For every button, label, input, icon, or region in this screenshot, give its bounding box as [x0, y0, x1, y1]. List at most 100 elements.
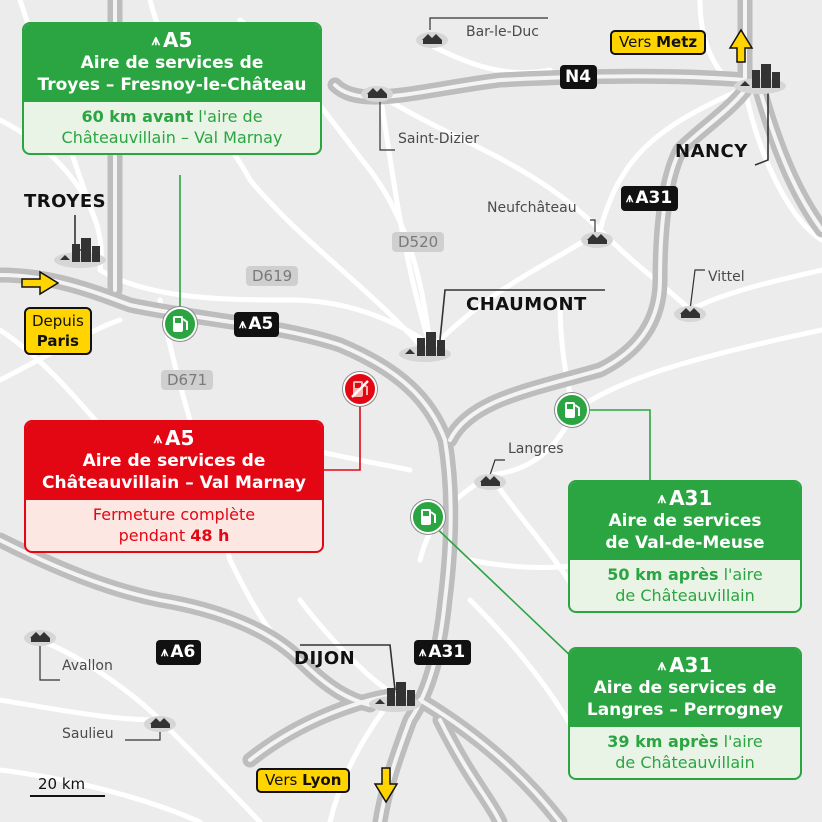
card-troyes-body: 60 km avant l'aire de Châteauvillain – V…: [24, 102, 320, 153]
card-langres-detail-2: de Châteauvillain: [615, 753, 755, 772]
direction-metz: Vers Metz: [610, 30, 707, 55]
card-chateauvillain-name-2: Châteauvillain – Val Marnay: [42, 473, 306, 493]
service-pin-langres[interactable]: [411, 500, 445, 534]
connector-val-de-meuse: [575, 409, 651, 482]
minor-road: [572, 327, 822, 413]
card-val-de-meuse-header: ⩚A31 Aire de services de Val-de-Meuse: [570, 482, 800, 560]
shield-a5-label: A5: [248, 314, 274, 334]
leader-dijon: [300, 644, 396, 691]
road-label-d520: D520: [392, 232, 445, 252]
leader-avallon: [39, 640, 60, 681]
connector-chateauvillain: [322, 390, 361, 471]
service-pin-chateauvillain[interactable]: [343, 372, 377, 406]
card-chateauvillain-detail-prefix: pendant: [118, 526, 191, 545]
minor-road: [687, 267, 822, 313]
minor-road: [487, 472, 583, 603]
arrow-down-icon: [373, 767, 399, 804]
house-icon: [474, 474, 506, 490]
city-label-chaumont: CHAUMONT: [466, 294, 587, 315]
card-chateauvillain-body: Fermeture complète pendant 48 h: [26, 500, 322, 551]
town-label-langres: Langres: [508, 441, 564, 457]
shield-a31-south: ⩚A31: [414, 640, 472, 665]
direction-arrows: [21, 28, 754, 804]
card-val-de-meuse-detail-2: de Châteauvillain: [615, 586, 755, 605]
pin-connectors: [179, 175, 651, 661]
card-troyes-distance: 60 km avant: [81, 107, 194, 126]
direction-metz-city: Metz: [656, 33, 698, 51]
fuel-pump-closed-icon: [351, 380, 369, 398]
fuel-pump-icon: [565, 402, 580, 418]
card-troyes-fresnoy[interactable]: ⩚A5 Aire de services de Troyes – Fresnoy…: [22, 22, 322, 155]
shield-a6: ⩚A6: [156, 640, 202, 665]
leader-saint-dizier: [379, 95, 395, 151]
town-label-saint-dizier: Saint-Dizier: [398, 131, 480, 147]
card-chateauvillain-val-marnay[interactable]: ⩚A5 Aire de services de Châteauvillain –…: [24, 420, 324, 553]
card-val-de-meuse-detail: l'aire: [718, 565, 763, 584]
town-label-avallon: Avallon: [62, 658, 113, 674]
leader-chaumont: [439, 289, 605, 341]
arrow-right-icon: [21, 270, 60, 296]
shield-n4: N4: [560, 65, 598, 89]
shield-a31-north-label: A31: [635, 188, 673, 208]
card-troyes-detail-2: Châteauvillain – Val Marnay: [61, 128, 283, 147]
house-icon: [24, 630, 56, 646]
leader-langres: [489, 459, 505, 476]
leader-neufchateau: [590, 219, 596, 235]
leader-vittel: [689, 269, 705, 311]
card-val-de-meuse-distance: 50 km après: [607, 565, 719, 584]
card-langres-motorway: A31: [669, 653, 713, 677]
origin-paris-line2: Paris: [36, 332, 79, 350]
direction-lyon-prefix: Vers: [265, 771, 298, 789]
card-chateauvillain-name-1: Aire de services de: [82, 451, 266, 471]
motorway-a31-north: [442, 0, 753, 448]
shield-a5: ⩚A5: [234, 312, 280, 337]
town-label-bar-le-duc: Bar-le-Duc: [466, 24, 540, 40]
house-icon: [416, 32, 448, 48]
city-icon: [54, 238, 106, 268]
card-troyes-detail: l'aire de: [193, 107, 263, 126]
card-chateauvillain-detail-1: Fermeture complète: [92, 505, 256, 524]
card-val-de-meuse[interactable]: ⩚A31 Aire de services de Val-de-Meuse 50…: [568, 480, 802, 613]
leader-bar-le-duc: [429, 17, 548, 30]
road-label-d619: D619: [246, 266, 299, 286]
shield-a31-south-label: A31: [428, 642, 466, 662]
town-glyphs: [24, 32, 706, 732]
card-val-de-meuse-name-1: Aire de services: [608, 511, 762, 531]
card-val-de-meuse-name-2: de Val-de-Meuse: [605, 533, 765, 553]
minor-road: [432, 227, 603, 348]
motorway-icon: ⩚: [657, 656, 667, 674]
card-langres-header: ⩚A31 Aire de services de Langres – Perro…: [570, 649, 800, 727]
motorway-icon: ⩚: [153, 429, 163, 447]
card-val-de-meuse-body: 50 km après l'aire de Châteauvillain: [570, 560, 800, 611]
city-label-nancy: NANCY: [675, 141, 748, 162]
house-icon: [581, 232, 613, 248]
service-pin-troyes[interactable]: [163, 307, 197, 341]
minor-road: [37, 637, 163, 723]
minor-road: [0, 697, 163, 723]
service-pin-val-de-meuse[interactable]: [555, 393, 589, 427]
house-icon: [144, 716, 176, 732]
house-icon: [361, 86, 393, 102]
motorway-icon: ⩚: [161, 645, 169, 660]
card-troyes-name-2: Troyes – Fresnoy-le-Château: [37, 75, 307, 95]
city-icon: [734, 64, 786, 94]
minor-road: [157, 717, 263, 822]
card-troyes-name-1: Aire de services de: [80, 53, 264, 73]
card-langres-detail: l'aire: [718, 732, 763, 751]
origin-paris: Depuis Paris: [24, 307, 92, 355]
shield-n4-label: N4: [565, 67, 592, 87]
minor-road: [0, 117, 104, 273]
motorway-icon: ⩚: [657, 489, 667, 507]
card-langres-distance: 39 km après: [607, 732, 719, 751]
motorway-icon: ⩚: [239, 317, 247, 332]
shield-a6-label: A6: [170, 642, 196, 662]
card-langres-name-2: Langres – Perrogney: [586, 700, 784, 720]
minor-road: [597, 227, 693, 313]
card-langres-perrogney[interactable]: ⩚A31 Aire de services de Langres – Perro…: [568, 647, 802, 780]
minor-road: [742, 87, 822, 243]
motorway-icon: ⩚: [419, 645, 427, 660]
direction-lyon-city: Lyon: [302, 771, 342, 789]
direction-metz-prefix: Vers: [619, 33, 652, 51]
card-chateauvillain-header: ⩚A5 Aire de services de Châteauvillain –…: [26, 422, 322, 500]
